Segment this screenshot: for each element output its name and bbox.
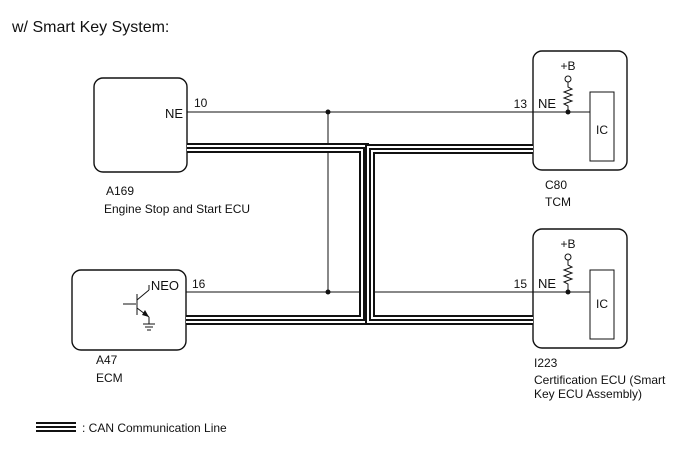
cert-ecu-pin-number: 15	[514, 277, 528, 291]
ecm-pin-label: NEO	[151, 278, 179, 293]
cert-ecu-resistor	[562, 260, 590, 293]
tcm-code: C80	[545, 178, 567, 192]
cert-ecu-ic-label: IC	[596, 297, 608, 311]
cert-ecu-supply-terminal	[564, 253, 572, 261]
cert-ecu-ic-box	[589, 269, 615, 340]
engine-ecu-pin-number: 10	[194, 96, 208, 110]
diagram-title: w/ Smart Key System:	[11, 19, 169, 36]
tcm-pin-label: NE	[538, 96, 556, 111]
ecm-pin-number: 16	[192, 277, 206, 291]
can-bus	[186, 143, 533, 325]
tcm-resistor	[562, 82, 590, 113]
tcm-pin-number: 13	[514, 97, 528, 111]
ecm-box	[71, 269, 187, 351]
tcm-ic-box	[589, 91, 615, 162]
cert-ecu-code: I223	[534, 356, 558, 370]
wire-junction	[565, 109, 571, 115]
engine-ecu-name: Engine Stop and Start ECU	[104, 202, 250, 216]
transistor-arrow	[142, 310, 149, 317]
ecm-name: ECM	[96, 371, 123, 385]
engine-ecu-pin-label: NE	[165, 106, 183, 121]
wire-junction	[565, 289, 571, 295]
engine-ecu-code: A169	[106, 184, 134, 198]
tcm-supply-label: +B	[560, 59, 575, 73]
transistor-symbol	[123, 285, 155, 331]
cert-ecu-name-line1: Certification ECU (Smart	[534, 373, 666, 387]
wire-junction	[325, 109, 331, 115]
can-legend-label: : CAN Communication Line	[82, 421, 227, 435]
tcm-supply-terminal	[564, 75, 572, 83]
cert-ecu-supply-label: +B	[560, 237, 575, 251]
tcm-name: TCM	[545, 195, 571, 209]
wire-junction	[325, 289, 331, 295]
cert-ecu-pin-label: NE	[538, 276, 556, 291]
tcm-ic-label: IC	[596, 123, 608, 137]
engine-ecu-box	[93, 77, 188, 173]
ecm-code: A47	[96, 353, 118, 367]
cert-ecu-name-line2: Key ECU Assembly)	[534, 387, 642, 401]
